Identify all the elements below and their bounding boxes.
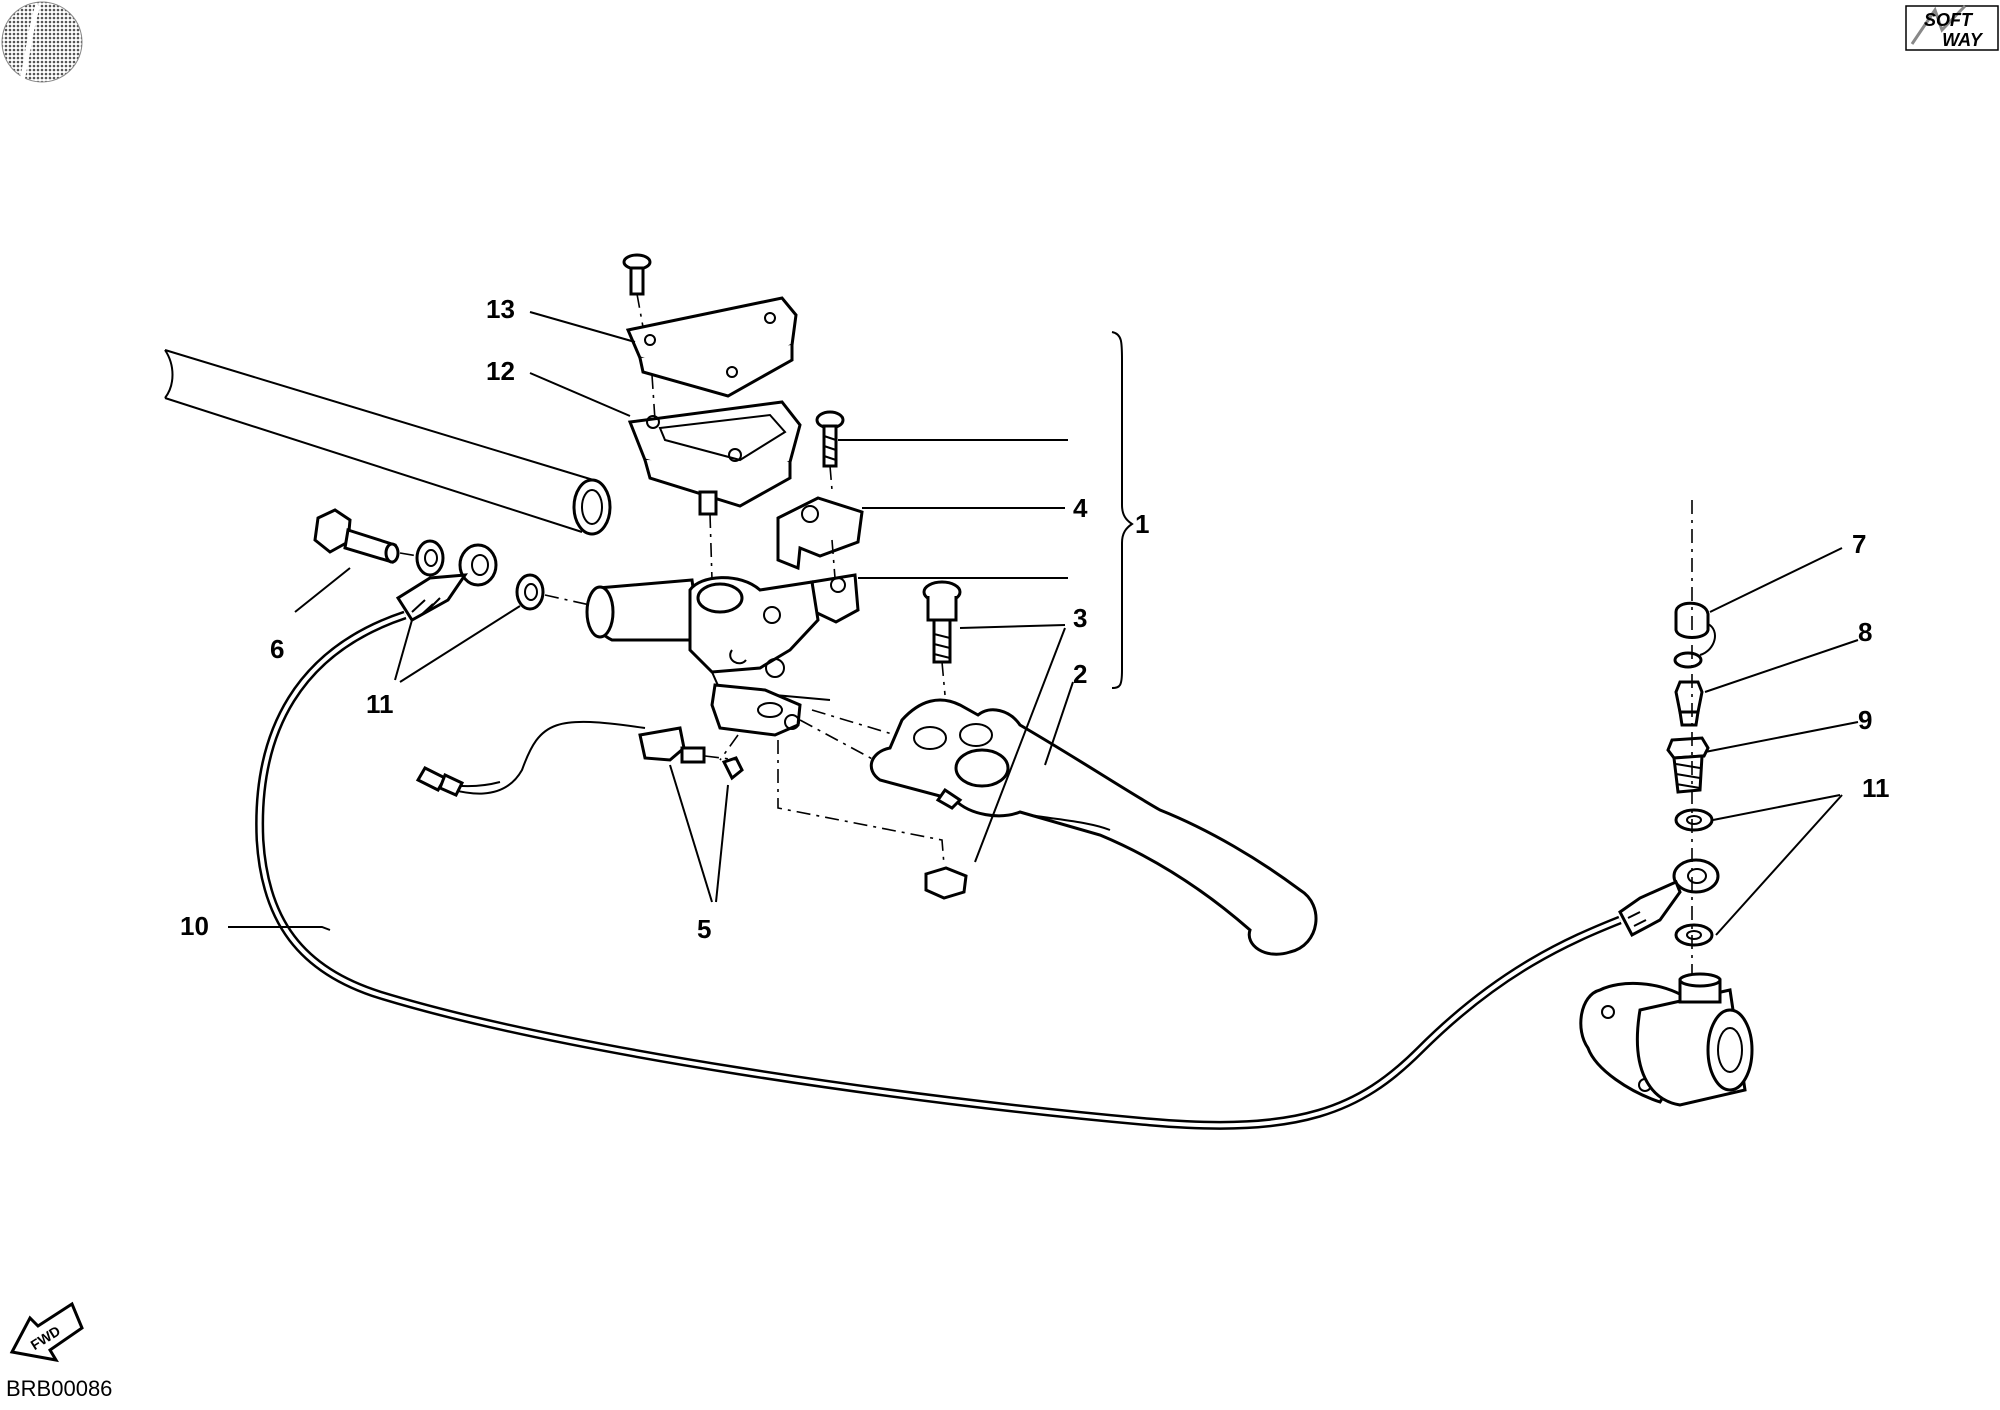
- callout-1: 1: [1135, 509, 1149, 539]
- hose-banjo-fitting: [395, 543, 498, 622]
- callout-8: 8: [1858, 617, 1872, 647]
- callout-leaders: [228, 311, 1859, 936]
- master-cylinder-body: [585, 576, 831, 701]
- callout-11-right: 11: [1862, 773, 1890, 803]
- callout-12: 12: [486, 356, 515, 386]
- handlebar-tube: [164, 349, 612, 536]
- softway-logo-icon: SOFT WAY: [1905, 4, 1999, 51]
- sealing-washer: [515, 573, 545, 611]
- hose-nut: [1666, 736, 1710, 794]
- fwd-arrow-icon: FWD: [9, 1301, 84, 1363]
- hydraulic-hose: [255, 610, 1622, 1130]
- slave-cylinder: [1579, 972, 1754, 1107]
- sealing-washer: [1674, 808, 1714, 832]
- callout-3: 3: [1073, 603, 1087, 633]
- bleed-cap: [1674, 601, 1716, 656]
- softway-line1: SOFT: [1924, 10, 1974, 30]
- callout-5: 5: [697, 914, 711, 944]
- lever-pivot-nut: [924, 866, 968, 900]
- callout-2: 2: [1073, 659, 1087, 689]
- callout-9: 9: [1858, 705, 1872, 735]
- diagram-code: BRB00086: [6, 1376, 112, 1401]
- softway-line2: WAY: [1942, 30, 1984, 50]
- callout-4: 4: [1073, 493, 1088, 523]
- master-cylinder-clamp-half: [810, 573, 860, 624]
- handlebar-clamp: [776, 496, 864, 571]
- lever-pivot-bolt: [922, 580, 962, 664]
- reservoir-cap-screw: [622, 253, 652, 296]
- reservoir-body: [627, 400, 802, 516]
- callout-11-left: 11: [366, 689, 394, 719]
- callout-13: 13: [486, 294, 515, 324]
- sealing-washer: [1673, 651, 1703, 669]
- manufacturer-logo-icon: [1, 1, 83, 83]
- bleed-screw: [1674, 680, 1704, 727]
- clamp-screw: [815, 410, 845, 468]
- control-lever: [869, 698, 1318, 956]
- brake-light-switch: [415, 720, 744, 797]
- switch-bracket: [710, 683, 802, 737]
- callout-6: 6: [270, 634, 284, 664]
- callout-7: 7: [1852, 529, 1866, 559]
- callout-10: 10: [180, 911, 209, 941]
- reservoir-cap: [625, 296, 798, 398]
- sealing-washer: [415, 539, 445, 577]
- banjo-bolt: [313, 508, 400, 564]
- slave-banjo-fitting: [1618, 858, 1720, 938]
- sealing-washer: [1674, 923, 1714, 947]
